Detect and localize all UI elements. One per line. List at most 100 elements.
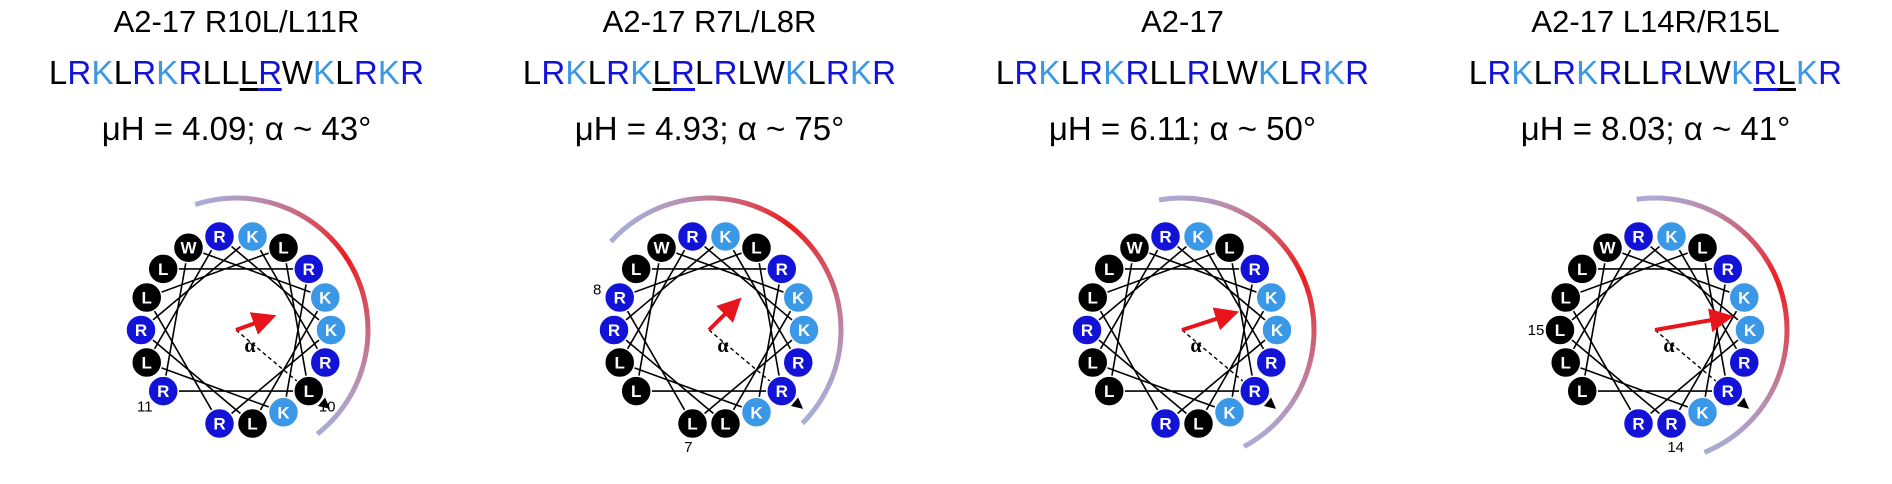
svg-text:K: K bbox=[719, 227, 732, 246]
svg-text:L: L bbox=[142, 289, 152, 308]
residue-L: L bbox=[709, 407, 742, 440]
svg-text:R: R bbox=[1632, 415, 1644, 434]
residue-K: K bbox=[315, 314, 347, 346]
hydrophobic-moment-stat: μH = 6.11; α ~ 50° bbox=[1048, 110, 1317, 147]
svg-text:R: R bbox=[213, 415, 225, 434]
svg-text:L: L bbox=[1561, 289, 1571, 308]
residue-L: L bbox=[293, 375, 325, 407]
residue-R: R bbox=[203, 407, 236, 440]
hydrophobic-face-arc bbox=[609, 195, 844, 426]
svg-text:K: K bbox=[798, 321, 811, 340]
residue-L: L bbox=[1213, 231, 1246, 264]
svg-text:R: R bbox=[1249, 260, 1261, 279]
residue-number-label: 11 bbox=[137, 398, 153, 415]
svg-text:R: R bbox=[1081, 321, 1093, 340]
hydrophobic-face-arc bbox=[1636, 195, 1790, 455]
residue-L: L bbox=[620, 375, 652, 407]
svg-text:R: R bbox=[1738, 353, 1750, 372]
residue-L: L bbox=[603, 346, 636, 379]
residue-R: R bbox=[125, 314, 157, 346]
residue-W: W bbox=[1591, 231, 1624, 264]
peptide-sequence: LRKLRKRLLRLWKRLKR bbox=[1468, 54, 1843, 91]
residue-K: K bbox=[1261, 314, 1293, 346]
residue-R: R bbox=[766, 375, 798, 407]
svg-text:L: L bbox=[1697, 239, 1707, 258]
residue-L: L bbox=[267, 231, 300, 264]
residue-K: K bbox=[1182, 220, 1215, 253]
svg-text:R: R bbox=[1159, 227, 1171, 246]
residue-K: K bbox=[1686, 396, 1719, 429]
residue-K: K bbox=[1734, 314, 1766, 346]
svg-text:K: K bbox=[750, 403, 763, 422]
residue-number-label: 10 bbox=[319, 398, 336, 415]
svg-text:K: K bbox=[1192, 227, 1205, 246]
alpha-angle-label: α bbox=[244, 335, 255, 357]
svg-text:L: L bbox=[751, 239, 761, 258]
hydrophobic-moment-arrow bbox=[1654, 308, 1734, 333]
alpha-angle-label: α bbox=[1190, 335, 1201, 357]
svg-text:R: R bbox=[1722, 382, 1734, 401]
peptide-sequence: LRKLRKRLLRLWKLRKR bbox=[995, 54, 1370, 91]
residue-K: K bbox=[1255, 281, 1288, 314]
svg-text:K: K bbox=[277, 403, 290, 422]
residue-L: L bbox=[1566, 375, 1598, 407]
residue-K: K bbox=[709, 220, 742, 253]
svg-text:L: L bbox=[142, 353, 152, 372]
residue-R: R bbox=[1728, 346, 1761, 379]
svg-text:R: R bbox=[1265, 353, 1277, 372]
panel-title: A2-17 R7L/L8R bbox=[602, 4, 817, 39]
svg-text:K: K bbox=[319, 289, 332, 308]
hydrophobic-moment-stat: μH = 4.93; α ~ 75° bbox=[574, 110, 845, 147]
hydrophobic-moment-stat: μH = 8.03; α ~ 41° bbox=[1520, 110, 1791, 147]
svg-text:L: L bbox=[631, 382, 641, 401]
svg-text:W: W bbox=[1599, 239, 1616, 258]
residue-R: R bbox=[676, 220, 709, 253]
residue-K: K bbox=[788, 314, 820, 346]
residue-L: L bbox=[676, 407, 709, 440]
residue-L: L bbox=[1549, 346, 1582, 379]
residue-R: R bbox=[1712, 375, 1744, 407]
residue-R: R bbox=[1655, 407, 1688, 440]
hydrophobic-moment-stat: μH = 4.09; α ~ 43° bbox=[101, 110, 372, 147]
residue-L: L bbox=[1544, 314, 1576, 346]
svg-text:R: R bbox=[1249, 382, 1261, 401]
residue-L: L bbox=[1076, 346, 1109, 379]
svg-text:K: K bbox=[1265, 289, 1278, 308]
residue-L: L bbox=[1076, 281, 1109, 314]
residue-R: R bbox=[1622, 407, 1655, 440]
svg-text:R: R bbox=[157, 382, 169, 401]
svg-text:R: R bbox=[686, 227, 698, 246]
svg-text:L: L bbox=[720, 415, 730, 434]
hydrophobic-face-arc bbox=[194, 195, 371, 436]
residue-W: W bbox=[645, 231, 678, 264]
svg-text:K: K bbox=[246, 227, 259, 246]
residue-K: K bbox=[782, 281, 815, 314]
residue-R: R bbox=[147, 375, 179, 407]
residue-K: K bbox=[1655, 220, 1688, 253]
panel-title: A2-17 L14R/R15L bbox=[1531, 4, 1780, 39]
svg-text:R: R bbox=[1665, 415, 1677, 434]
svg-text:L: L bbox=[1224, 239, 1234, 258]
svg-text:W: W bbox=[1126, 239, 1143, 258]
peptide-sequence: LRKLRKRLLLRWKLRKR bbox=[48, 54, 425, 91]
residue-R: R bbox=[1239, 253, 1271, 285]
svg-text:R: R bbox=[135, 321, 147, 340]
svg-text:R: R bbox=[319, 353, 331, 372]
residue-L: L bbox=[236, 407, 269, 440]
svg-text:K: K bbox=[325, 321, 338, 340]
residue-number-label: 7 bbox=[684, 439, 692, 456]
svg-text:R: R bbox=[614, 289, 626, 308]
wheel-panel: A2-17 L14R/R15L LRKLRKRLLRLWKRLKR μH = 8.0… bbox=[1419, 0, 1892, 484]
residue-L: L bbox=[1686, 231, 1719, 264]
residue-R: R bbox=[782, 346, 815, 379]
residue-R: R bbox=[203, 220, 236, 253]
svg-text:L: L bbox=[1561, 353, 1571, 372]
hydrophobic-moment-arrow bbox=[235, 312, 277, 335]
svg-text:R: R bbox=[303, 260, 315, 279]
svg-text:R: R bbox=[608, 321, 620, 340]
residue-R: R bbox=[598, 314, 630, 346]
